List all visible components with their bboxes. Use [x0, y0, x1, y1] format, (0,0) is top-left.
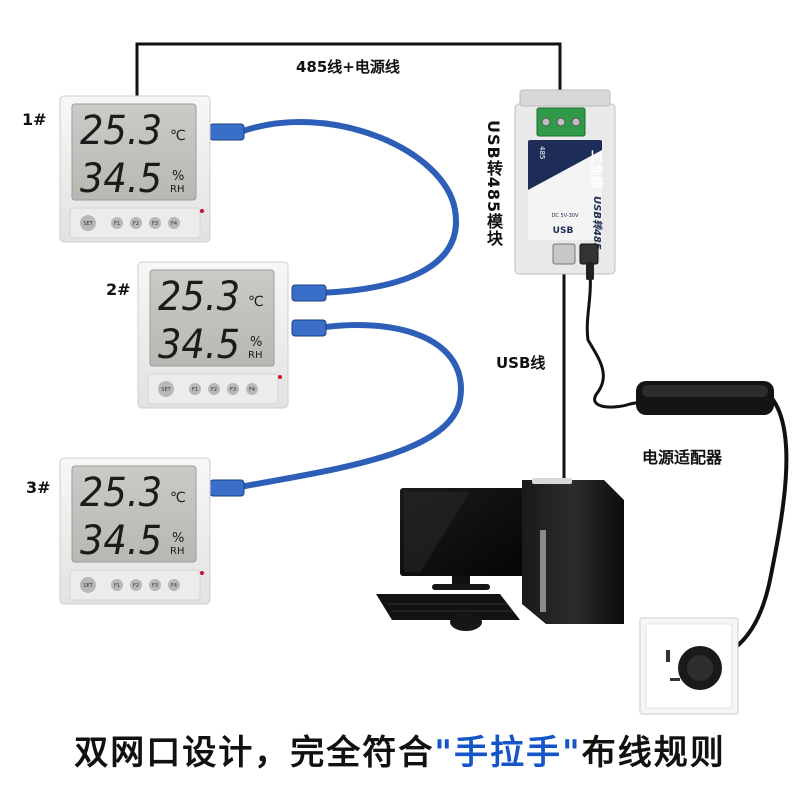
button-f3: [149, 217, 161, 229]
sensor-device-3: 25.3 ℃ 34.5 % RH SET F1 F2 F3 F4: [59, 457, 211, 605]
humidity-unit: %: [172, 531, 184, 546]
button-f1: [189, 383, 201, 395]
humidity-readout: 34.5: [80, 518, 162, 564]
button-f1: [111, 217, 123, 229]
device-label-1: 1#: [22, 110, 47, 129]
svg-text:SET: SET: [83, 583, 93, 589]
humidity-readout: 34.5: [158, 322, 240, 368]
svg-text:F4: F4: [171, 221, 177, 227]
module-terminal-label: 485: [538, 146, 546, 159]
svg-text:F3: F3: [152, 583, 158, 589]
button-set: [80, 215, 96, 231]
button-f3: [227, 383, 239, 395]
button-f4: [246, 383, 258, 395]
module-power-label: DC 5V-30V: [552, 213, 579, 219]
computer: [376, 478, 624, 631]
svg-text:F2: F2: [133, 221, 139, 227]
button-f2: [130, 579, 142, 591]
pc-tower: [522, 480, 624, 624]
adapter-label: 电源适配器: [642, 448, 723, 467]
button-f2: [208, 383, 220, 395]
status-led: [278, 375, 282, 379]
caption-suffix: 布线规则: [581, 733, 726, 773]
usb-port: [552, 243, 576, 265]
usb-cable-label: USB线: [496, 354, 546, 372]
module-title: USB转485: [591, 196, 603, 250]
status-led: [200, 571, 204, 575]
svg-text:F3: F3: [230, 387, 236, 393]
svg-text:SET: SET: [161, 387, 171, 393]
mouse: [450, 613, 482, 631]
humidity-unit: %: [250, 335, 262, 350]
humidity-label: RH: [248, 350, 262, 361]
humidity-unit: %: [172, 169, 184, 184]
device-label-3: 3#: [26, 478, 51, 497]
humidity-label: RH: [170, 546, 184, 557]
rj45-plug: [209, 123, 327, 497]
status-led: [200, 209, 204, 213]
device-label-2: 2#: [106, 280, 131, 299]
caption-prefix: 双网口设计，完全符合: [74, 733, 435, 773]
bus-label: 485线+电源线: [296, 58, 400, 76]
sensor-device-2: 25.3 ℃ 34.5 % RH SET F1 F2 F3 F4: [137, 261, 289, 409]
network-cable-2-3: [237, 322, 464, 490]
temperature-unit: ℃: [170, 128, 186, 144]
temperature-readout: 25.3: [80, 470, 162, 516]
temperature-readout: 25.3: [80, 108, 162, 154]
module-brand: 工业级: [588, 150, 604, 190]
button-f2: [130, 217, 142, 229]
humidity-readout: 34.5: [80, 156, 162, 202]
temperature-unit: ℃: [248, 294, 264, 310]
dc-cable: [585, 271, 641, 409]
wall-outlet: [639, 617, 739, 715]
svg-text:F1: F1: [192, 387, 198, 393]
network-cable-1-2: [237, 119, 460, 296]
caption: 双网口设计，完全符合"手拉手"布线规则: [0, 725, 800, 774]
button-f1: [111, 579, 123, 591]
svg-text:F1: F1: [114, 221, 120, 227]
svg-text:F2: F2: [211, 387, 217, 393]
humidity-label: RH: [170, 184, 184, 195]
button-f3: [149, 579, 161, 591]
button-f4: [168, 579, 180, 591]
keyboard: [376, 594, 520, 620]
svg-text:SET: SET: [83, 221, 93, 227]
temperature-readout: 25.3: [158, 274, 240, 320]
bus-line: [135, 42, 562, 98]
caption-highlight: "手拉手": [434, 733, 582, 773]
button-f4: [168, 217, 180, 229]
svg-text:F3: F3: [152, 221, 158, 227]
button-set: [80, 577, 96, 593]
svg-text:F1: F1: [114, 583, 120, 589]
sensor-device-1: 25.3 ℃ 34.5 % RH SET F1 F2 F3 F4: [59, 95, 211, 243]
dc-port: [579, 243, 599, 265]
svg-text:F2: F2: [133, 583, 139, 589]
svg-text:F4: F4: [249, 387, 255, 393]
power-adapter: [636, 381, 774, 415]
svg-text:F4: F4: [171, 583, 177, 589]
button-set: [158, 381, 174, 397]
usb-485-module: 工业级 USB转485 485 DC 5V-30V USB: [514, 89, 616, 280]
converter-label: USB转485模块: [484, 120, 503, 248]
module-usb-label: USB: [553, 226, 574, 236]
temperature-unit: ℃: [170, 490, 186, 506]
